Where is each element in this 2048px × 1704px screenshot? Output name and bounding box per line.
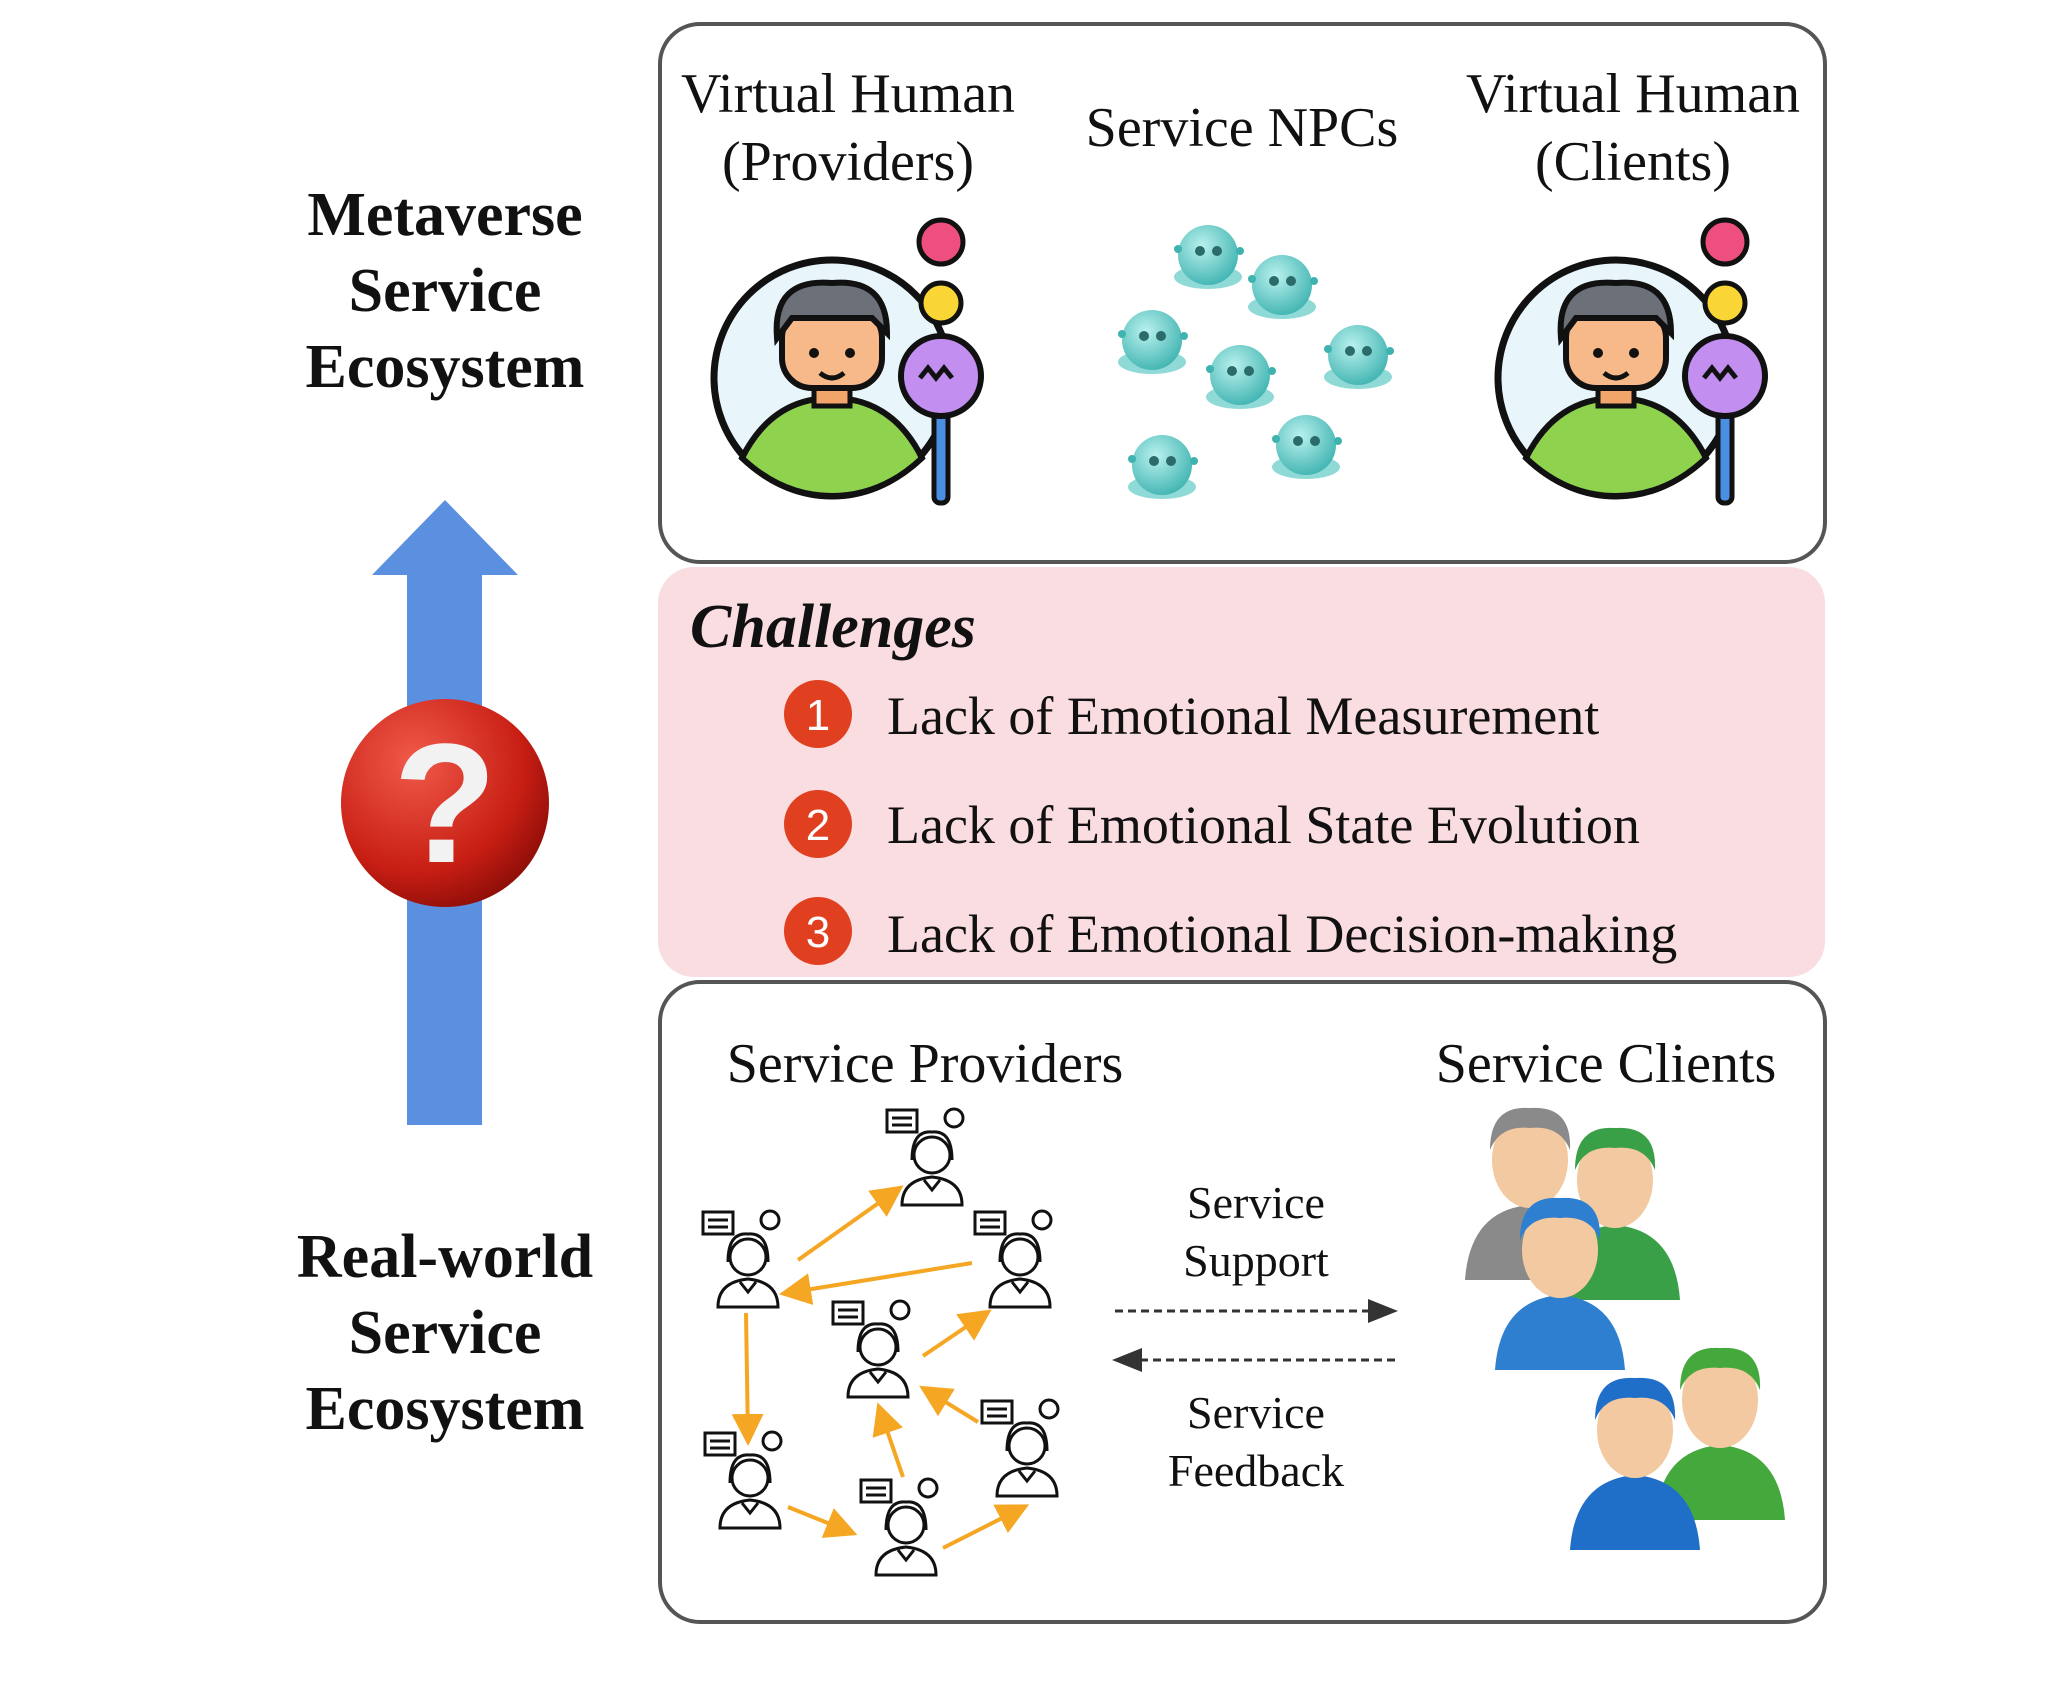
challenge-item: 1 Lack of Emotional Measurement bbox=[784, 680, 1599, 748]
metaverse-label-line1: Metaverse bbox=[307, 181, 582, 249]
realworld-label-line2: Service bbox=[349, 1299, 542, 1367]
number-badge-2 bbox=[784, 790, 852, 858]
challenges-title: Challenges bbox=[690, 593, 976, 661]
challenge-item: 2 Lack of Emotional State Evolution bbox=[784, 790, 1640, 858]
support-label-line1: Service bbox=[1187, 1177, 1325, 1228]
realworld-label: Real-world Service Ecosystem bbox=[297, 1223, 593, 1443]
challenge-number: 2 bbox=[806, 801, 830, 850]
realworld-label-line3: Ecosystem bbox=[306, 1375, 585, 1443]
challenge-text: Lack of Emotional Measurement bbox=[887, 686, 1599, 746]
metaverse-label-line3: Ecosystem bbox=[306, 333, 585, 401]
feedback-label-line2: Feedback bbox=[1168, 1445, 1344, 1496]
number-badge-3 bbox=[784, 897, 852, 965]
metaverse-label-line2: Service bbox=[349, 257, 542, 325]
clients-label-line2: (Clients) bbox=[1535, 131, 1731, 193]
svg-text:?: ? bbox=[393, 709, 497, 899]
clients-label-line1: Virtual Human bbox=[1466, 63, 1800, 125]
realworld-label-line1: Real-world bbox=[297, 1223, 593, 1291]
providers-label-line1: Virtual Human bbox=[681, 63, 1015, 125]
challenge-number: 3 bbox=[806, 908, 830, 957]
challenge-text: Lack of Emotional State Evolution bbox=[887, 795, 1640, 855]
metaverse-label: Metaverse Service Ecosystem bbox=[306, 181, 585, 401]
service-providers-label: Service Providers bbox=[727, 1033, 1124, 1095]
challenge-item: 3 Lack of Emotional Decision-making bbox=[784, 897, 1677, 965]
service-clients-label: Service Clients bbox=[1436, 1033, 1777, 1095]
challenge-number: 1 bbox=[806, 691, 830, 740]
npcs-label: Service NPCs bbox=[1086, 97, 1399, 159]
provider-network bbox=[701, 1107, 1060, 1577]
support-label-line2: Support bbox=[1183, 1235, 1329, 1286]
feedback-label-line1: Service bbox=[1187, 1387, 1325, 1438]
number-badge-1 bbox=[784, 680, 852, 748]
challenges-panel bbox=[658, 567, 1825, 977]
challenge-text: Lack of Emotional Decision-making bbox=[887, 904, 1677, 964]
providers-label-line2: (Providers) bbox=[722, 131, 974, 193]
question-icon: ? bbox=[341, 699, 549, 907]
